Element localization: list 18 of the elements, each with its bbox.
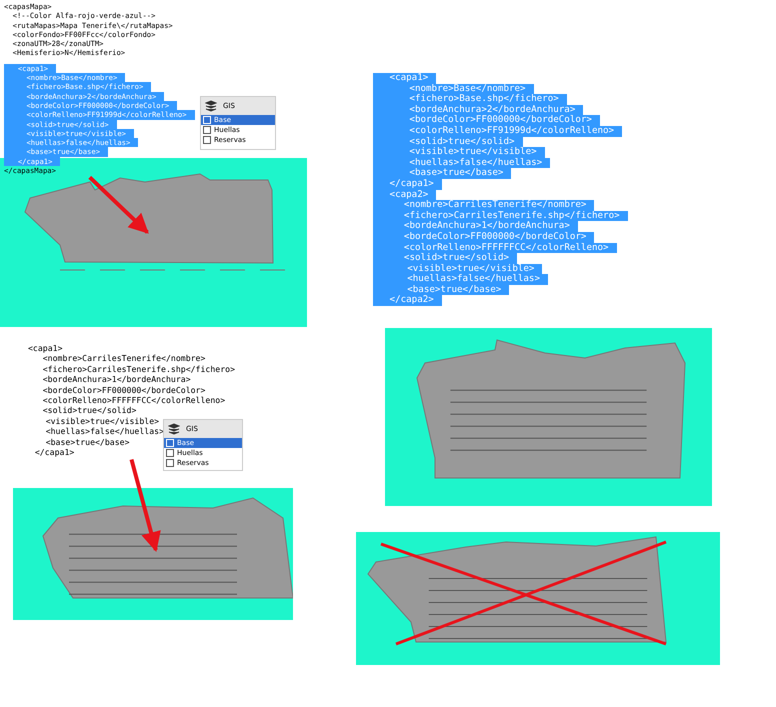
map-image (356, 532, 720, 665)
code-line: <bordeColor>FF000000</bordeColor> (42, 384, 206, 396)
map-image (0, 158, 307, 327)
code-line: <capa1> (28, 343, 63, 354)
arrow (130, 458, 161, 552)
code-line: <solid>true</solid> (42, 405, 136, 416)
code-line: <visible>true</visible> (46, 416, 160, 426)
code-line: </capa1> (34, 447, 74, 458)
code-line: <base>true</base> (46, 436, 130, 448)
code-line: <nombre>CarrilesTenerife</nombre> (42, 353, 206, 364)
code-line: <fichero>CarrilesTenerife.shp</fichero> (42, 364, 235, 374)
layer-panel (200, 96, 276, 150)
code-line: <bordeAnchura>1</bordeAnchura> (42, 374, 191, 385)
map-image (13, 488, 293, 620)
map-image (385, 328, 712, 506)
code-line: <huellas>false</huellas> (46, 426, 164, 437)
layer-panel (163, 419, 243, 471)
code-line: <colorRelleno>FFFFFFCC</colorRelleno> (42, 395, 226, 406)
